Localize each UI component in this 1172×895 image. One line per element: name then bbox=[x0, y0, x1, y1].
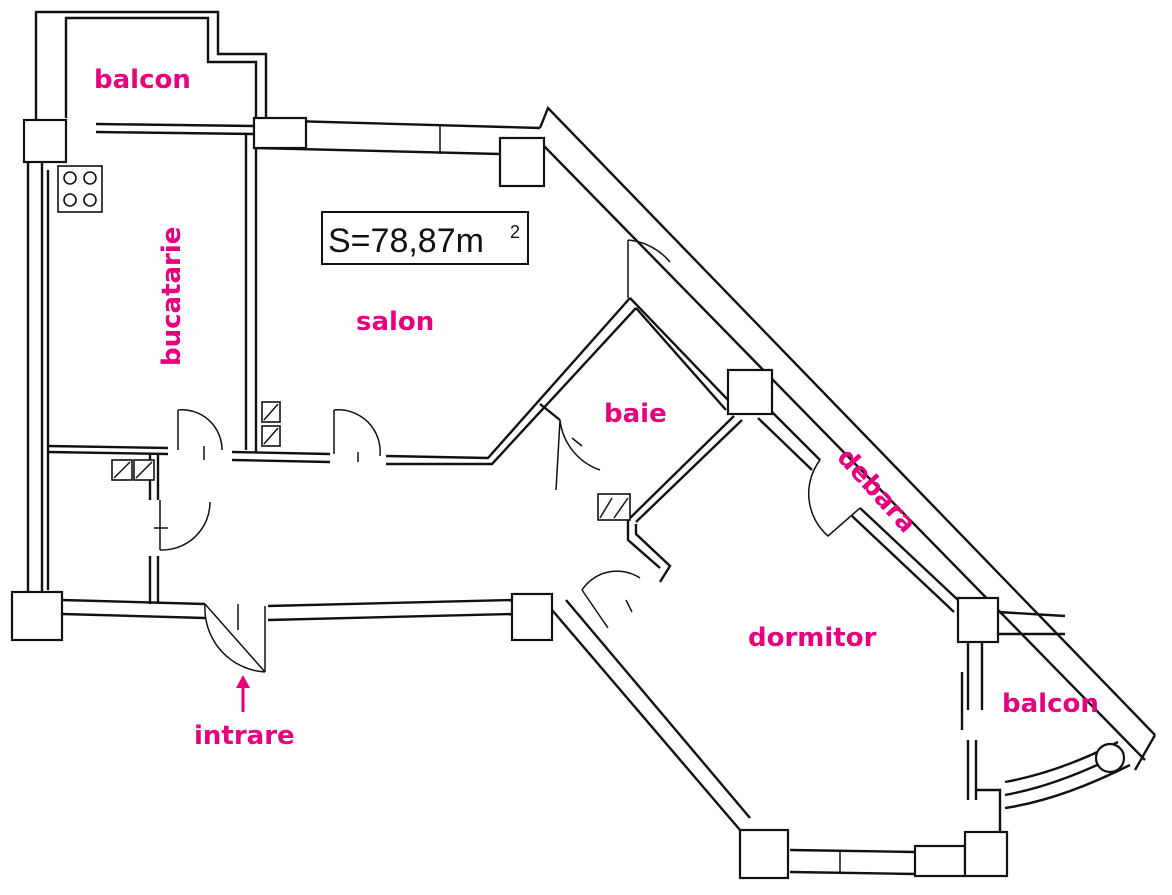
door-swing-icon bbox=[627, 239, 671, 298]
stove-icon bbox=[57, 165, 103, 213]
door-swing-icon bbox=[555, 419, 601, 491]
door-swing-icon bbox=[807, 459, 861, 537]
column bbox=[956, 596, 1000, 644]
column bbox=[1094, 742, 1126, 774]
door-swing-icon bbox=[581, 570, 641, 591]
column bbox=[726, 368, 774, 416]
ventilation-duct-icon bbox=[111, 459, 155, 481]
ventilation-duct-icon bbox=[261, 401, 281, 447]
room-label-bucatarie: bucatarie bbox=[157, 227, 187, 366]
area-label: S=78,87m 2 bbox=[321, 211, 529, 265]
column bbox=[963, 830, 1009, 878]
column bbox=[913, 844, 967, 878]
entrance-arrow-icon bbox=[236, 675, 250, 712]
room-label-salon: salon bbox=[356, 307, 434, 337]
area-value: S=78,87m bbox=[328, 222, 484, 260]
area-unit-superscript: 2 bbox=[510, 222, 520, 242]
column bbox=[10, 590, 64, 642]
ventilation-duct-icon bbox=[597, 493, 631, 521]
column bbox=[22, 118, 68, 164]
room-label-baie: baie bbox=[604, 399, 667, 429]
column bbox=[510, 592, 554, 642]
interior-walls bbox=[47, 122, 1066, 832]
columns bbox=[10, 116, 1126, 880]
column bbox=[738, 828, 790, 880]
door-swing-icon bbox=[159, 500, 211, 551]
door-swing-icon bbox=[333, 409, 381, 457]
room-label-dormitor: dormitor bbox=[748, 623, 877, 653]
column bbox=[252, 116, 308, 150]
room-label-intrare: intrare bbox=[194, 721, 295, 751]
door-swing-icon bbox=[204, 603, 266, 673]
door-swing-icon bbox=[177, 409, 223, 451]
room-label-balcon-right: balcon bbox=[1002, 689, 1099, 719]
column bbox=[498, 136, 546, 188]
door-swings bbox=[154, 239, 861, 673]
room-label-balcon-top: balcon bbox=[94, 65, 191, 95]
